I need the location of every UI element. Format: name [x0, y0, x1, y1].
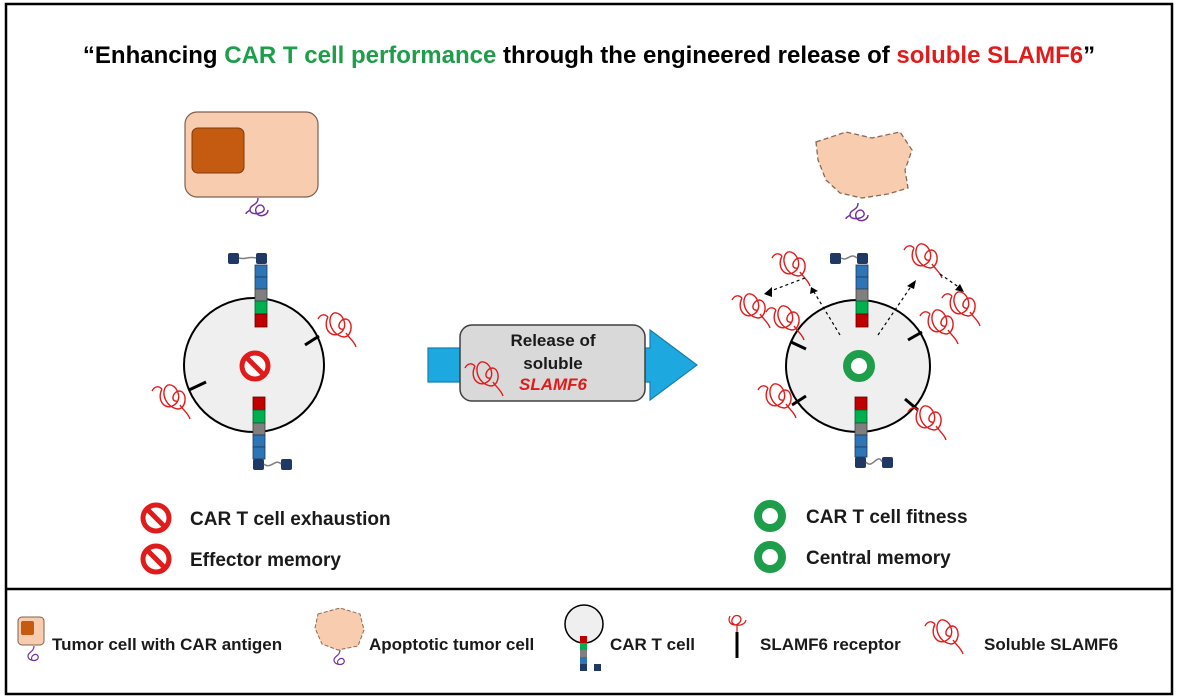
slamf6-receptor-icon	[728, 614, 747, 658]
release-line-3: SLAMF6	[519, 375, 588, 394]
outcome-label: Central memory	[806, 548, 951, 569]
diagram-title: “Enhancing CAR T cell performance throug…	[83, 42, 1095, 69]
left-scene	[151, 111, 357, 470]
left-outcomes: CAR T cell exhaustion Effector memory	[143, 505, 391, 572]
prohibition-icon	[143, 546, 169, 572]
legend-car-t: CAR T cell	[610, 635, 695, 654]
car-antigen	[245, 197, 269, 217]
soluble-slamf6-icon	[924, 619, 964, 655]
release-line-1: Release of	[510, 331, 595, 350]
right-scene	[731, 131, 981, 468]
outcome-label: Effector memory	[190, 550, 341, 571]
car-antigen-right	[845, 202, 869, 222]
car-receptor-top-right	[830, 253, 869, 328]
car-t-cell-icon	[564, 604, 604, 671]
legend-receptor: SLAMF6 receptor	[760, 635, 901, 654]
legend-apoptotic: Apoptotic tumor cell	[369, 635, 534, 654]
tumor-nucleus	[191, 127, 245, 174]
release-arrow: Release of soluble SLAMF6	[427, 324, 699, 402]
apoptotic-tumor-cell-icon	[314, 607, 365, 666]
car-receptor-bottom-left	[252, 396, 292, 470]
release-box	[459, 324, 646, 402]
legend-soluble: Soluble SLAMF6	[984, 635, 1118, 654]
tumor-cell-icon	[17, 616, 45, 662]
apoptotic-tumor-cell	[815, 131, 913, 199]
outcome-label: CAR T cell fitness	[806, 507, 968, 528]
release-line-2: soluble	[523, 354, 583, 373]
green-ring-icon	[758, 545, 782, 569]
prohibition-icon	[143, 505, 169, 531]
right-outcomes: CAR T cell fitness Central memory	[758, 504, 968, 569]
legend: Tumor cell with CAR antigen Apoptotic tu…	[17, 604, 1118, 671]
outer-frame	[4, 2, 1174, 696]
outcome-label: CAR T cell exhaustion	[190, 509, 391, 530]
car-receptor-top-left	[228, 253, 268, 328]
legend-tumor-cell: Tumor cell with CAR antigen	[52, 635, 282, 654]
green-ring-icon	[847, 354, 871, 378]
green-ring-icon	[758, 504, 782, 528]
car-receptor-bottom-right	[854, 396, 893, 468]
prohibition-icon	[242, 353, 268, 379]
